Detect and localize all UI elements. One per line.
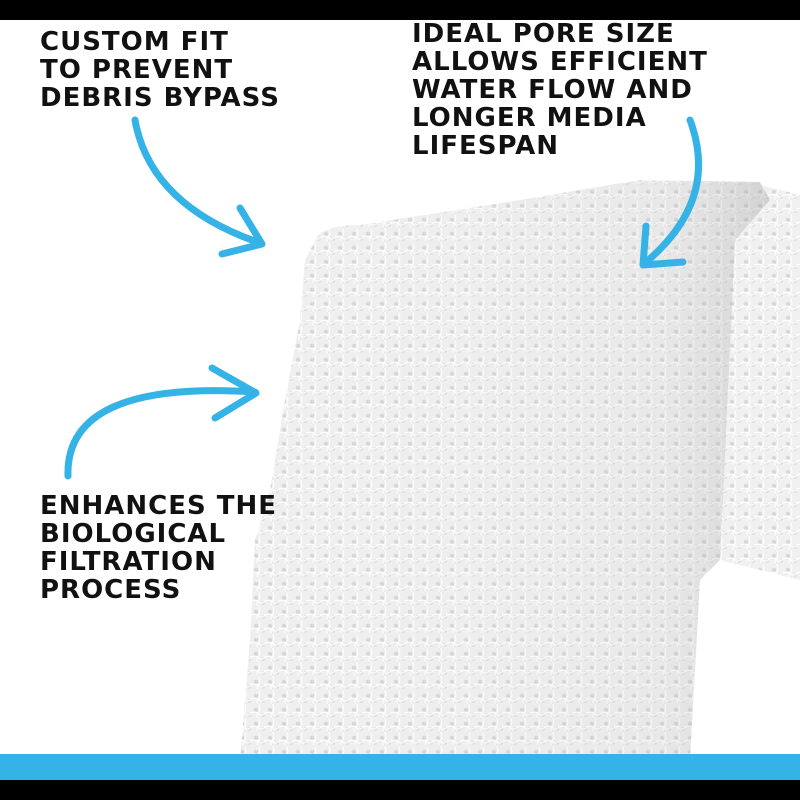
caption-line: PROCESS bbox=[40, 575, 182, 605]
caption-line: TO PREVENT bbox=[40, 55, 234, 85]
caption-line: BIOLOGICAL bbox=[40, 519, 227, 549]
caption-pore-size: IDEAL PORE SIZE ALLOWS EFFICIENT WATER F… bbox=[412, 20, 708, 160]
filter-sponge-illustration bbox=[64, 116, 800, 760]
caption-line: ALLOWS EFFICIENT bbox=[412, 47, 708, 77]
caption-line: IDEAL PORE SIZE bbox=[412, 20, 675, 49]
arrow-custom-fit-icon bbox=[131, 116, 266, 258]
caption-line: FILTRATION bbox=[40, 547, 217, 577]
caption-line: WATER FLOW AND bbox=[412, 75, 693, 105]
caption-line: ENHANCES THE bbox=[40, 491, 278, 521]
caption-line: LIFESPAN bbox=[412, 131, 560, 161]
caption-line: DEBRIS BYPASS bbox=[40, 83, 280, 113]
caption-line: CUSTOM FIT bbox=[40, 27, 229, 57]
image-panel: CUSTOM FIT TO PREVENT DEBRIS BYPASS IDEA… bbox=[0, 20, 800, 778]
accent-bar bbox=[0, 754, 800, 780]
caption-biological: ENHANCES THE BIOLOGICAL FILTRATION PROCE… bbox=[40, 492, 277, 604]
arrow-pore-size-icon bbox=[639, 116, 703, 269]
caption-custom-fit: CUSTOM FIT TO PREVENT DEBRIS BYPASS bbox=[40, 28, 280, 112]
arrow-biological-icon bbox=[64, 364, 260, 480]
caption-line: LONGER MEDIA bbox=[412, 103, 647, 133]
